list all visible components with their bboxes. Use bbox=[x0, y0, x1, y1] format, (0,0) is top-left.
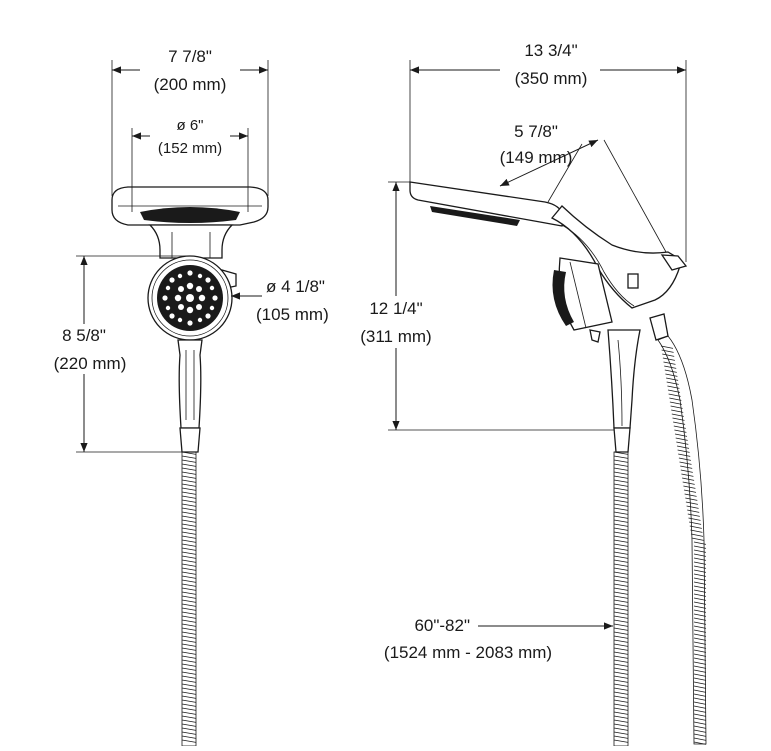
side-height-metric: (311 mm) bbox=[360, 327, 431, 346]
arm-length-imperial: 5 7/8" bbox=[514, 122, 558, 141]
handle-front bbox=[177, 339, 203, 453]
dim-front-width: 7 7/8" (200 mm) bbox=[111, 47, 269, 196]
hose-front bbox=[181, 451, 197, 747]
dim-hose-length: 60"-82" (1524 mm - 2083 mm) bbox=[384, 616, 613, 662]
hand-showerhead-side bbox=[552, 257, 613, 343]
front-view: 7 7/8" (200 mm) ø 6" (152 mm) ø 4 1/8" (… bbox=[40, 47, 329, 747]
dim-arm-length: 5 7/8" (149 mm) bbox=[500, 122, 667, 253]
dim-face-diameter: ø 6" (152 mm) bbox=[131, 117, 249, 212]
side-view: 13 3/4" (350 mm) 5 7/8" (149 mm) 12 1/4"… bbox=[350, 41, 707, 747]
side-depth-metric: (350 mm) bbox=[515, 69, 588, 88]
dim-hand-shower-height: 8 5/8" (220 mm) bbox=[40, 255, 190, 453]
dim-side-depth: 13 3/4" (350 mm) bbox=[409, 41, 687, 262]
hand-shower-height-metric: (220 mm) bbox=[54, 354, 127, 373]
face-diameter-imperial: ø 6" bbox=[177, 117, 204, 134]
face-diameter-metric: (152 mm) bbox=[158, 140, 222, 157]
dim-side-height: 12 1/4" (311 mm) bbox=[350, 181, 614, 431]
hand-shower-diameter-metric: (105 mm) bbox=[256, 305, 329, 324]
hose-length-metric: (1524 mm - 2083 mm) bbox=[384, 643, 552, 662]
front-width-metric: (200 mm) bbox=[154, 75, 227, 94]
hose-length-imperial: 60"-82" bbox=[414, 616, 470, 635]
handle-side bbox=[607, 329, 641, 453]
hand-shower-diameter-imperial: ø 4 1/8" bbox=[266, 277, 325, 296]
hose-connector-side bbox=[649, 313, 669, 341]
rain-showerhead-side bbox=[409, 181, 688, 309]
side-depth-imperial: 13 3/4" bbox=[524, 41, 577, 60]
hand-showerhead-front bbox=[147, 255, 237, 341]
rain-showerhead-front bbox=[111, 186, 269, 259]
side-height-imperial: 12 1/4" bbox=[369, 299, 422, 318]
front-width-imperial: 7 7/8" bbox=[168, 47, 212, 66]
dim-hand-shower-diameter: ø 4 1/8" (105 mm) bbox=[231, 277, 329, 324]
arm-length-metric: (149 mm) bbox=[500, 148, 573, 167]
hand-shower-height-imperial: 8 5/8" bbox=[62, 326, 106, 345]
